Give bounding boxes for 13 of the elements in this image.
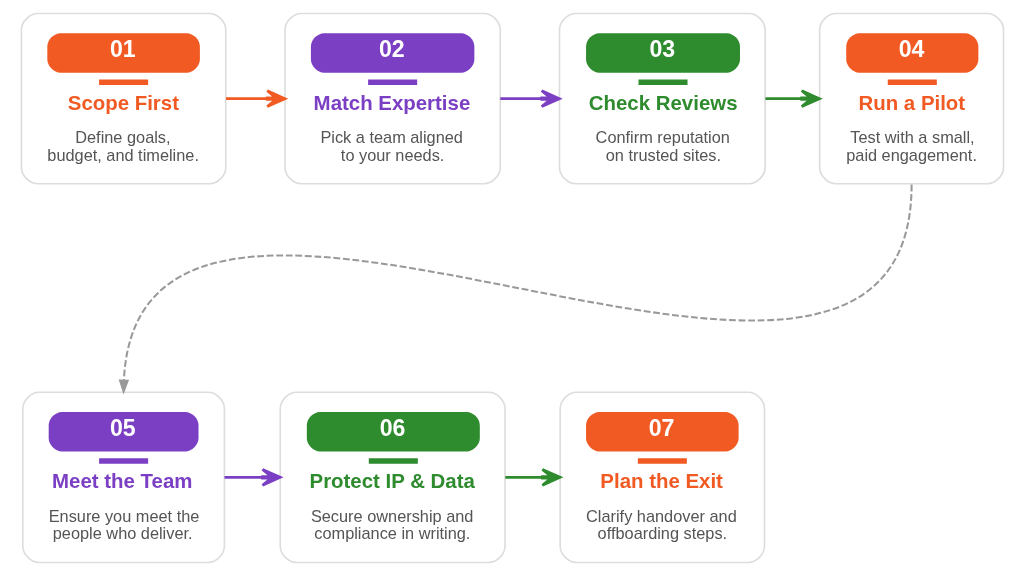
arrow <box>118 184 913 395</box>
node-box: 03 Check Reviews Confirm reputation on trusted sites. <box>558 12 766 185</box>
node-box: 02 Match Expertise Pick a team aligned to your needs. <box>283 12 501 185</box>
node-box: 01 Scope First Define goals, budget, and timeline. <box>20 12 227 185</box>
node-box: 06 Protect IP & Data Secure ownership and compliance in writing. <box>278 391 506 564</box>
arrow <box>504 468 561 487</box>
node-box: 05 Meet the Team Ensure you meet the people who deliver. <box>21 391 225 564</box>
arrow <box>499 89 561 108</box>
arrow <box>225 89 286 108</box>
node-box: 07 Plan the Exit Clarify handover and offboarding steps. <box>558 391 765 564</box>
arrow <box>224 468 282 487</box>
node-box: 04 Run a Pilot Test with a small, paid engagement. <box>818 12 1004 185</box>
arrow <box>764 89 821 108</box>
